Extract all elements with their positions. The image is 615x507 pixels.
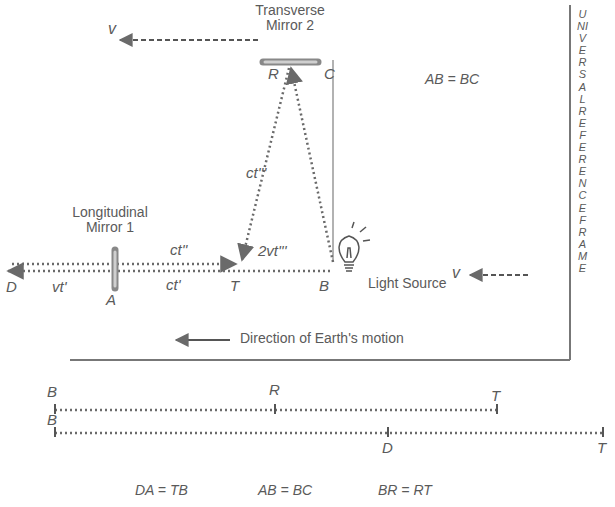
point-label: B [319,278,329,295]
point-label: B [47,384,57,401]
path-label: ct''' [246,165,266,182]
path-label: vt' [52,279,67,296]
equation-label: BR = RT [378,483,432,498]
velocity-label: v [108,20,116,38]
path-label: ct'' [170,242,187,259]
point-label: T [491,388,500,405]
point-label: T [597,440,606,457]
point-label: C [324,66,335,83]
point-label: R [269,382,280,399]
velocity-label: v [452,264,460,282]
path-label: 2vt''' [258,243,287,260]
mirror-label: Transverse Mirror 2 [250,3,330,34]
point-label: D [6,279,17,296]
point-label: D [382,440,393,457]
equation-label: AB = BC [258,483,312,498]
equation-label: DA = TB [135,483,188,498]
equation-label: AB = BC [425,72,479,87]
point-label: A [106,292,116,309]
point-label: B [47,412,57,429]
source-label: Light Source [368,276,447,291]
point-label: R [268,66,279,83]
path-label: ct' [166,277,181,294]
mirror-label: Longitudinal Mirror 1 [58,205,162,236]
frame-label: UNIVERSAL REFERENCE FRAME [577,8,588,274]
motion-label: Direction of Earth's motion [240,331,404,346]
point-label: T [230,278,239,295]
